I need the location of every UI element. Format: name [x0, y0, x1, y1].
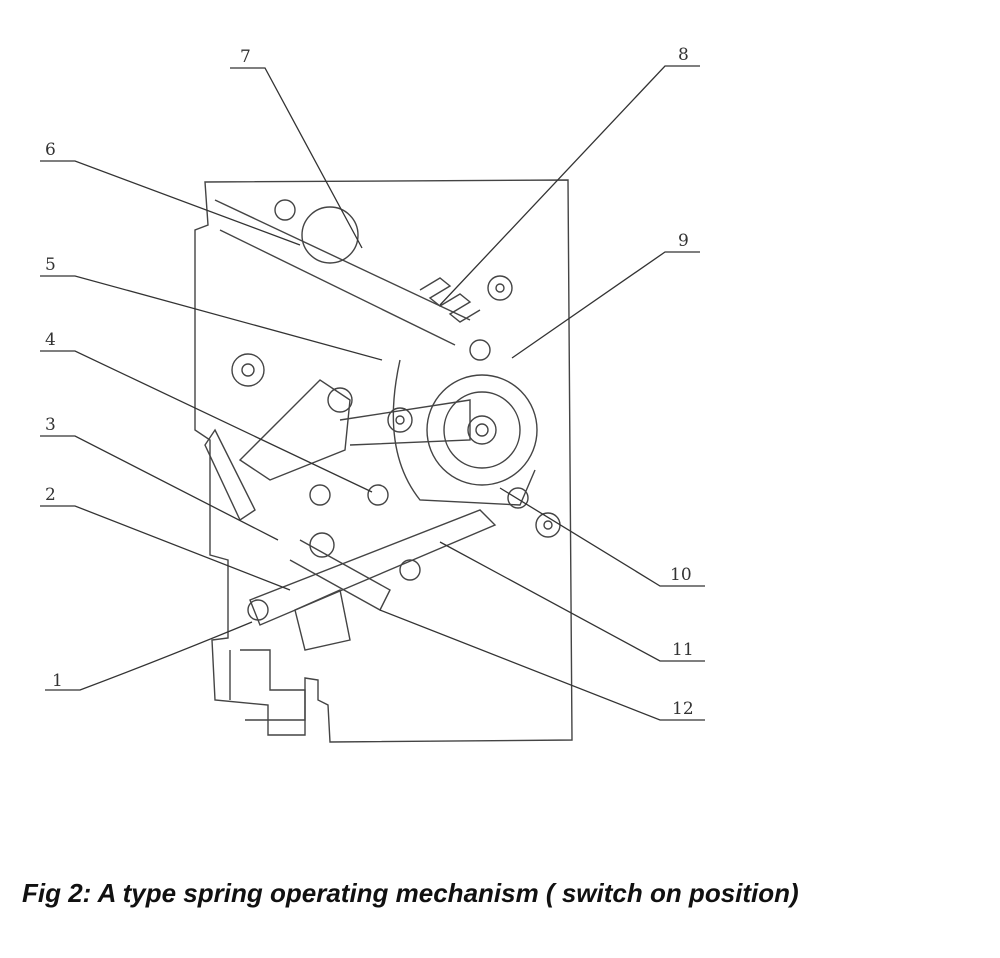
callout-7: 7	[230, 47, 363, 249]
closing-spring	[214, 199, 481, 346]
mechanism-diagram: 1 2 3 4 5 6 7 8 9 10 11 12	[40, 45, 705, 743]
svg-text:9: 9	[678, 231, 689, 251]
callout-2: 2	[40, 485, 291, 591]
callout-12: 12	[379, 609, 705, 721]
svg-text:2: 2	[45, 485, 56, 505]
svg-text:3: 3	[45, 415, 56, 435]
cam-wheel	[392, 359, 538, 506]
callout-11: 11	[439, 541, 705, 662]
callout-4: 4	[40, 330, 373, 493]
callout-10: 10	[499, 487, 705, 587]
svg-text:8: 8	[678, 45, 689, 65]
mechanism-frame	[194, 179, 573, 743]
callout-8: 8	[439, 45, 700, 306]
linkages	[204, 379, 497, 721]
pivot-pins	[231, 275, 561, 621]
svg-text:5: 5	[45, 255, 56, 275]
callout-1: 1	[45, 621, 253, 691]
svg-text:7: 7	[240, 47, 251, 67]
callout-5: 5	[40, 255, 383, 361]
callout-3: 3	[40, 415, 279, 541]
figure-caption: Fig 2: A type spring operating mechanism…	[22, 878, 799, 908]
svg-text:10: 10	[670, 565, 692, 585]
svg-text:4: 4	[45, 330, 56, 350]
svg-text:1: 1	[52, 671, 63, 691]
callout-6: 6	[40, 140, 301, 246]
callout-9: 9	[511, 231, 700, 359]
svg-text:6: 6	[45, 140, 56, 160]
svg-text:11: 11	[672, 640, 694, 660]
svg-text:12: 12	[672, 699, 694, 719]
